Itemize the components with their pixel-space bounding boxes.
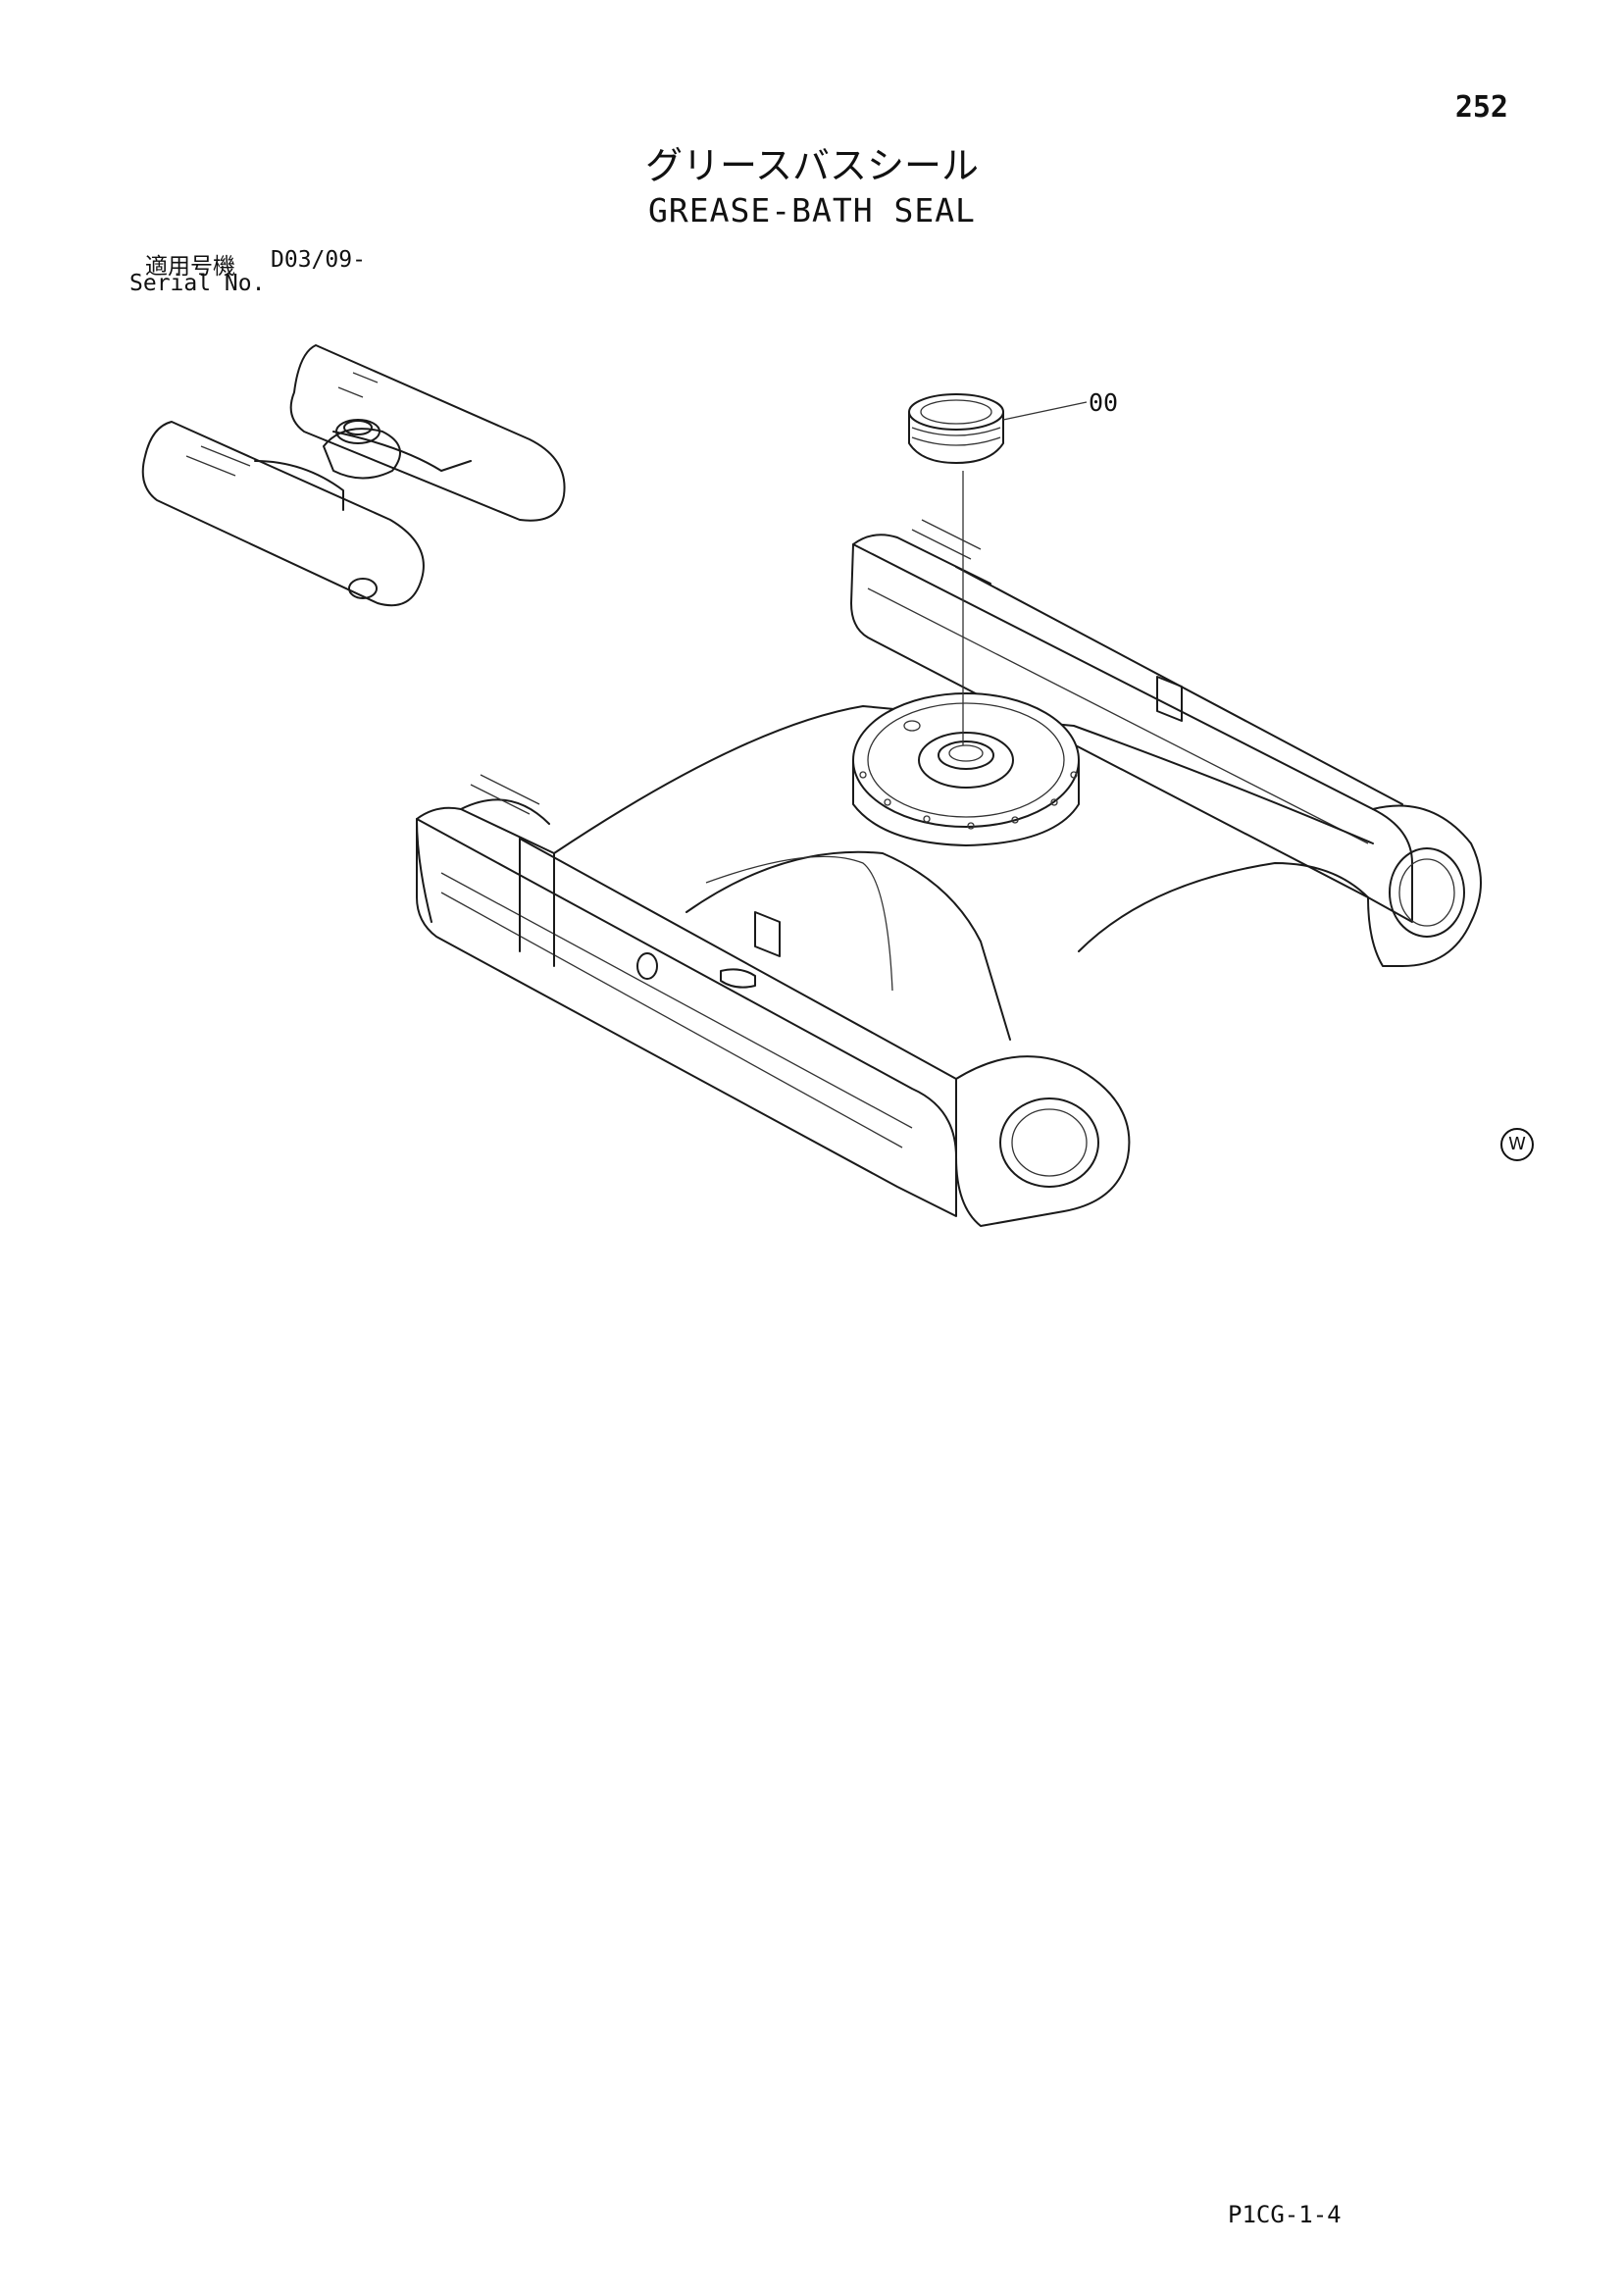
drawing-code: P1CG-1-4 [1228,2201,1342,2228]
callout-label: 00 [1089,388,1119,417]
page-number: 252 [1454,90,1508,125]
serial-code: D03/09- [271,247,366,273]
grease-bath-seal-illustration [908,393,1004,745]
serial-label-japanese: 適用号機 [145,254,235,280]
serial-label-english: Serial No. [129,271,266,296]
main-frame-illustration [416,519,1482,1227]
title-english: GREASE-BATH SEAL [648,191,976,230]
overview-frame-illustration [141,344,566,607]
title-japanese: グリースバスシール [644,144,980,187]
callout-leader-line [1002,401,1088,421]
w-symbol: W [1500,1128,1534,1161]
